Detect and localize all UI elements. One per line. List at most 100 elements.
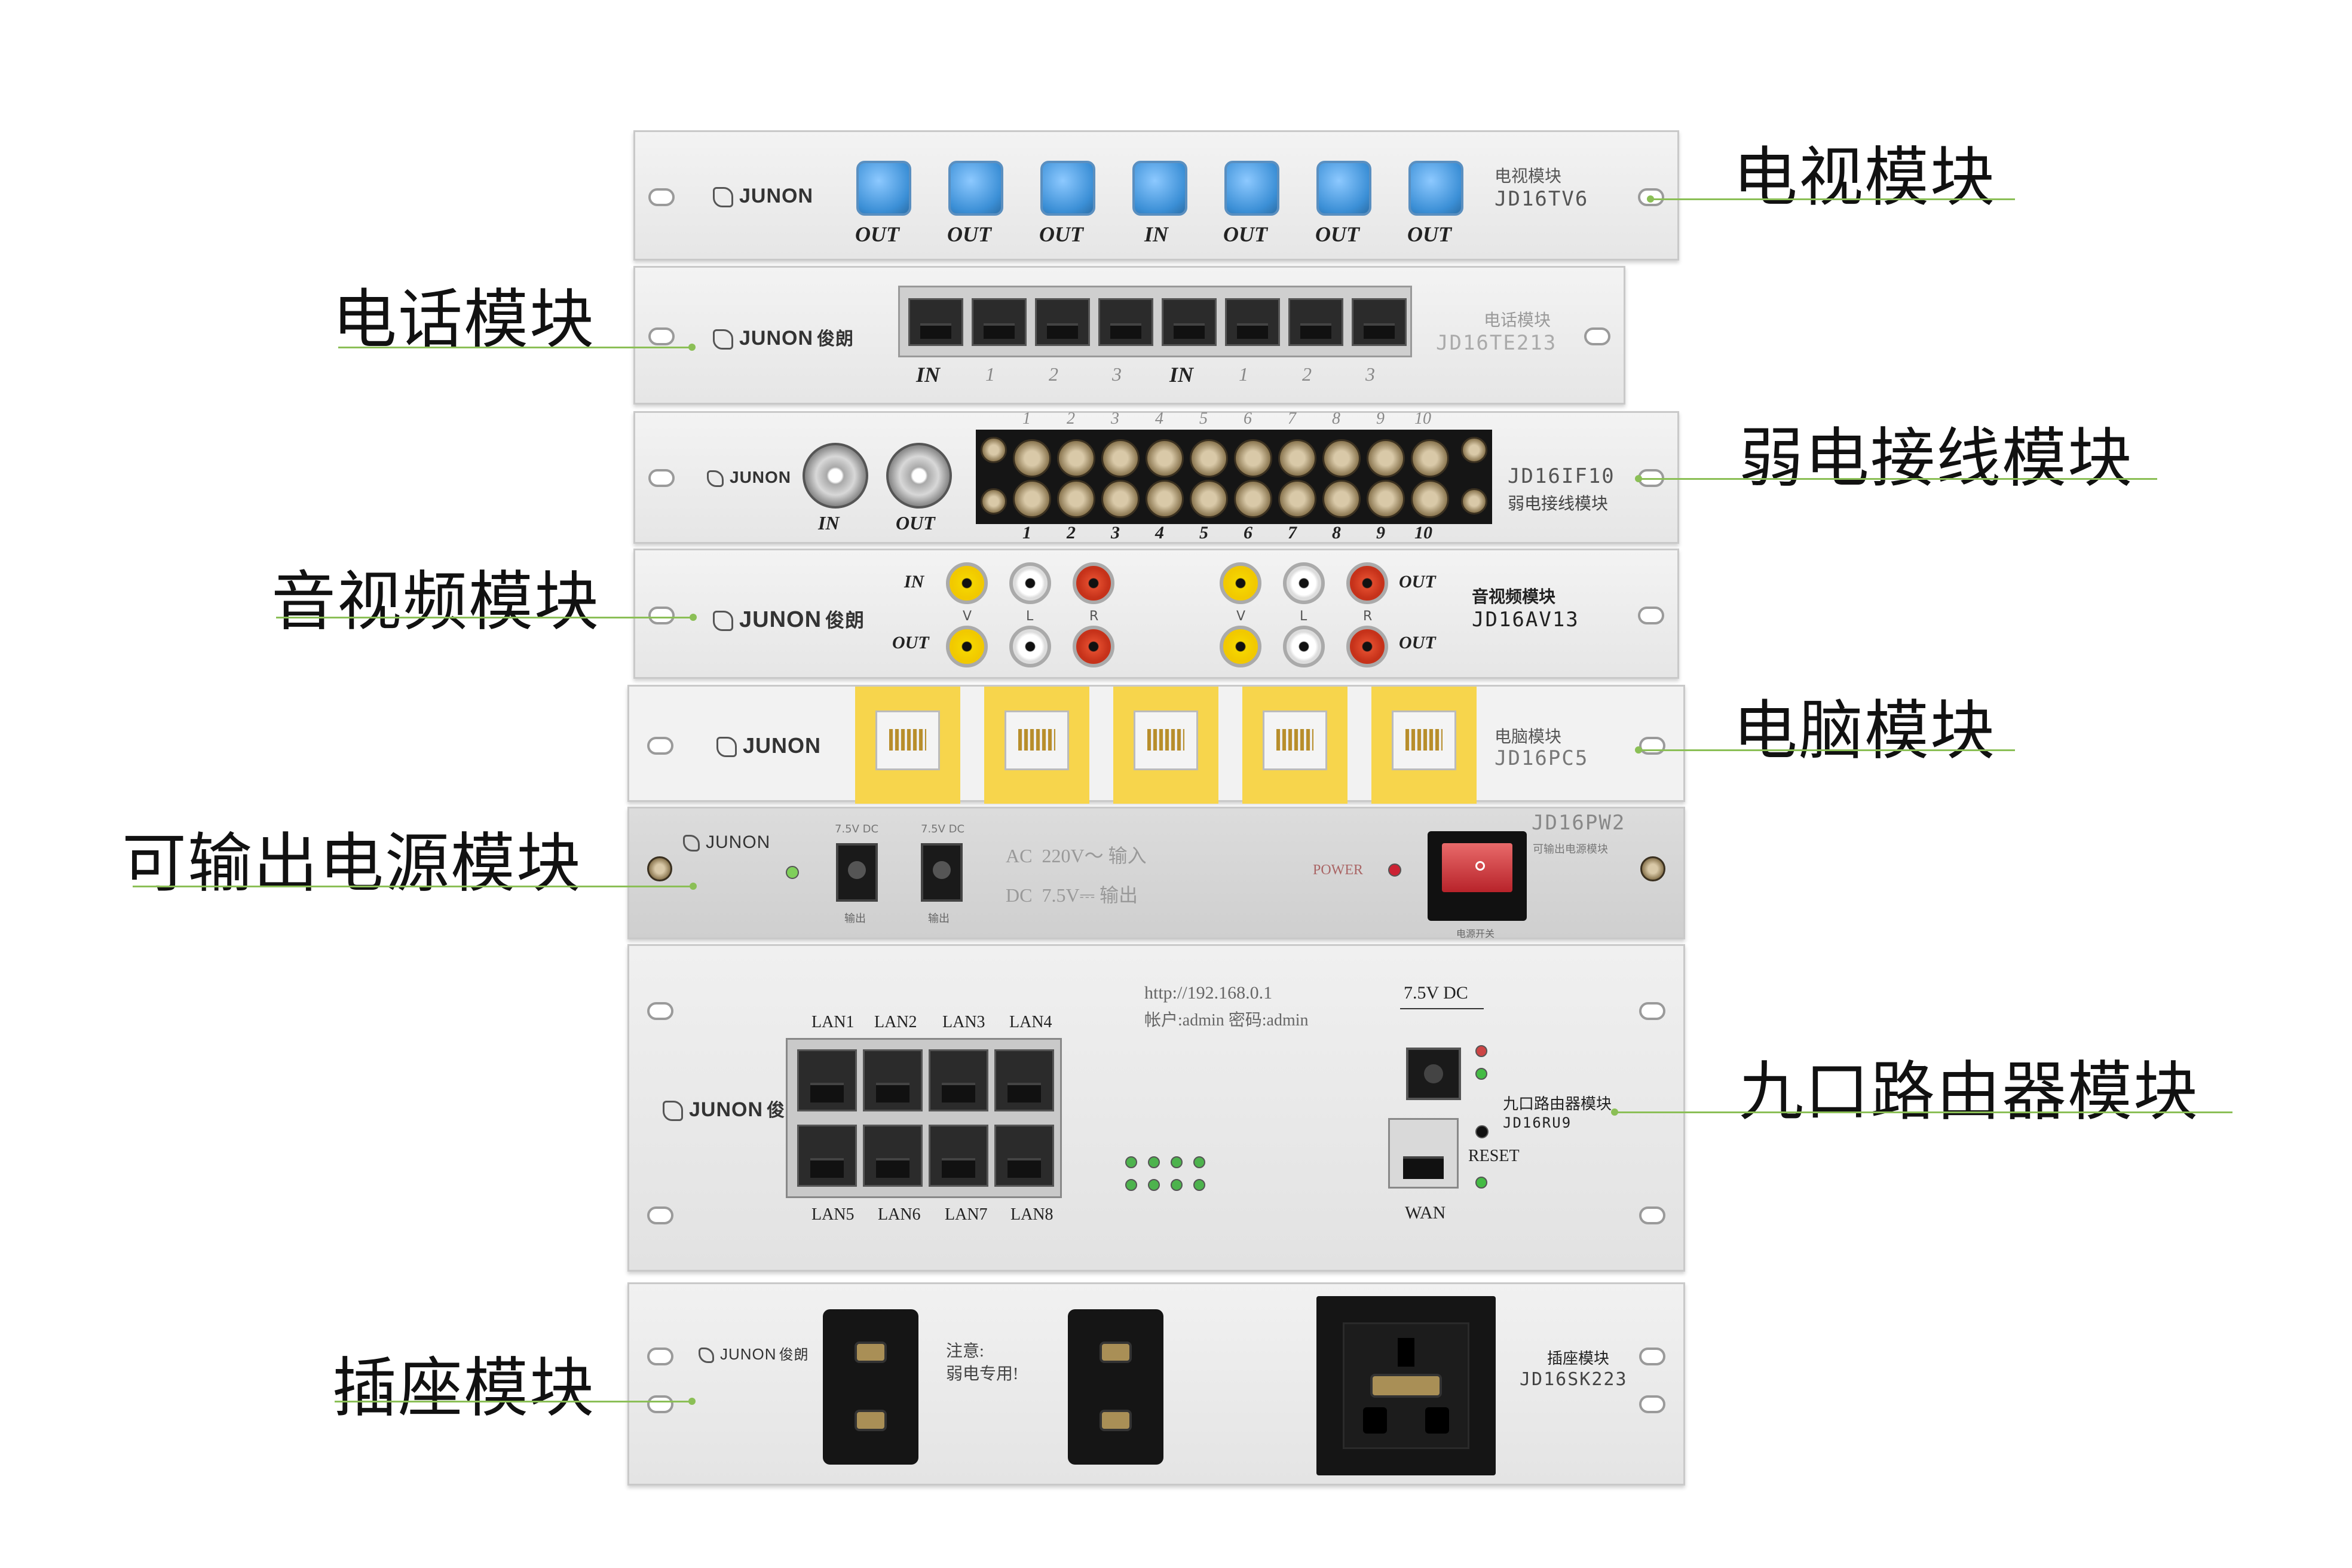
rj11-port[interactable]: [1225, 298, 1280, 346]
callout-underline: [335, 1401, 691, 1402]
port-label: 3: [1112, 363, 1122, 385]
rj11-port[interactable]: [1098, 298, 1153, 346]
lan-port[interactable]: [994, 1125, 1054, 1187]
terminal-screw-left[interactable]: [981, 488, 1007, 514]
rca-video-jack[interactable]: [1220, 626, 1261, 667]
fiber-connector[interactable]: [1224, 161, 1279, 216]
bnc-connector[interactable]: [886, 443, 952, 509]
rj45-keystone-jack[interactable]: [855, 687, 960, 804]
terminal-screw[interactable]: [1190, 480, 1228, 518]
wan-label: WAN: [1405, 1203, 1446, 1223]
fiber-connector[interactable]: [948, 161, 1003, 216]
wan-port[interactable]: [1388, 1118, 1459, 1189]
terminal-screw[interactable]: [1411, 480, 1449, 518]
dc-output-jack[interactable]: [836, 843, 878, 902]
universal-power-outlet[interactable]: [1316, 1296, 1496, 1475]
lan-port[interactable]: [929, 1125, 988, 1187]
rj45-keystone-jack[interactable]: [984, 687, 1089, 804]
mount-hole-left: [647, 1348, 673, 1365]
terminal-screw[interactable]: [1013, 480, 1051, 518]
terminal-screw[interactable]: [1367, 480, 1405, 518]
rca-left-audio-jack[interactable]: [1283, 626, 1325, 667]
rca-right-audio-jack[interactable]: [1073, 562, 1114, 604]
lan-port[interactable]: [863, 1125, 923, 1187]
dc-output-jack[interactable]: [921, 843, 963, 902]
rj11-port[interactable]: [908, 298, 963, 346]
rj11-port[interactable]: [1162, 298, 1217, 346]
model-number: JD16PW2: [1532, 811, 1626, 835]
terminal-screw[interactable]: [1234, 439, 1272, 477]
terminal-screw[interactable]: [1234, 480, 1272, 518]
module-name: 电脑模块: [1494, 727, 1562, 746]
lan-label: LAN3: [942, 1013, 985, 1031]
row-label-out: OUT: [892, 633, 929, 653]
terminal-screw-right[interactable]: [1461, 437, 1487, 463]
rj11-port[interactable]: [1352, 298, 1407, 346]
rca-video-jack[interactable]: [1220, 562, 1261, 604]
rca-video-jack[interactable]: [946, 562, 988, 604]
terminal-screw[interactable]: [1101, 480, 1140, 518]
outlet-slot: [1363, 1407, 1387, 1434]
power-outlet[interactable]: [823, 1309, 918, 1465]
rca-right-audio-jack[interactable]: [1346, 626, 1388, 667]
rj45-keystone-jack[interactable]: [1113, 687, 1218, 804]
reset-label: RESET: [1468, 1147, 1520, 1165]
reset-hole[interactable]: [1475, 1125, 1489, 1138]
terminal-screw[interactable]: [1146, 480, 1184, 518]
lan-port[interactable]: [797, 1125, 857, 1187]
outlet-slot: [1100, 1410, 1132, 1431]
terminal-number-bottom: 5: [1199, 523, 1208, 543]
rca-left-audio-jack[interactable]: [1009, 562, 1051, 604]
terminal-screw[interactable]: [1322, 480, 1361, 518]
fiber-connector[interactable]: [1316, 161, 1371, 216]
mount-hole-right: [1639, 737, 1665, 755]
terminal-screw-left[interactable]: [981, 437, 1007, 463]
rj45-keystone-jack[interactable]: [1242, 687, 1348, 804]
rj45-keystone-jack[interactable]: [1371, 687, 1477, 804]
fiber-connector[interactable]: [856, 161, 911, 216]
port-label: IN: [1144, 222, 1169, 246]
rca-right-audio-jack[interactable]: [1073, 626, 1114, 667]
terminal-screw[interactable]: [1146, 439, 1184, 477]
junon-logo-icon: [699, 1348, 714, 1364]
callout-underline: [133, 886, 692, 887]
port-label: OUT: [1039, 222, 1083, 246]
rj11-port[interactable]: [972, 298, 1027, 346]
fiber-connector[interactable]: [1408, 161, 1463, 216]
terminal-screw[interactable]: [1367, 439, 1405, 477]
status-led: [1171, 1156, 1183, 1168]
fiber-connector[interactable]: [1132, 161, 1187, 216]
lan-label: LAN4: [1009, 1013, 1052, 1031]
power-switch[interactable]: [1428, 831, 1527, 921]
dc-input-jack[interactable]: [1406, 1048, 1461, 1100]
fiber-connector[interactable]: [1040, 161, 1095, 216]
terminal-screw[interactable]: [1057, 480, 1095, 518]
terminal-screw[interactable]: [1411, 439, 1449, 477]
terminal-screw[interactable]: [1101, 439, 1140, 477]
power-outlet[interactable]: [1068, 1309, 1163, 1465]
status-led: [1171, 1179, 1183, 1191]
rca-left-audio-jack[interactable]: [1009, 626, 1051, 667]
rj11-port[interactable]: [1035, 298, 1090, 346]
bnc-connector[interactable]: [803, 443, 868, 509]
rca-video-jack[interactable]: [946, 626, 988, 667]
terminal-screw-right[interactable]: [1461, 488, 1487, 514]
terminal-screw[interactable]: [1278, 480, 1316, 518]
rca-right-audio-jack[interactable]: [1346, 562, 1388, 604]
terminal-screw[interactable]: [1057, 439, 1095, 477]
lan-port[interactable]: [929, 1049, 988, 1111]
rj11-port[interactable]: [1288, 298, 1343, 346]
channel-label: V: [963, 609, 972, 624]
lan-port[interactable]: [797, 1049, 857, 1111]
brand-logo: JUNON: [707, 468, 791, 487]
lan-port[interactable]: [863, 1049, 923, 1111]
row-label-out: OUT: [1399, 633, 1436, 653]
port-label: 3: [1365, 363, 1375, 385]
terminal-screw[interactable]: [1013, 439, 1051, 477]
terminal-screw[interactable]: [1322, 439, 1361, 477]
terminal-screw[interactable]: [1190, 439, 1228, 477]
lan-port[interactable]: [994, 1049, 1054, 1111]
terminal-screw[interactable]: [1278, 439, 1316, 477]
rca-left-audio-jack[interactable]: [1283, 562, 1325, 604]
